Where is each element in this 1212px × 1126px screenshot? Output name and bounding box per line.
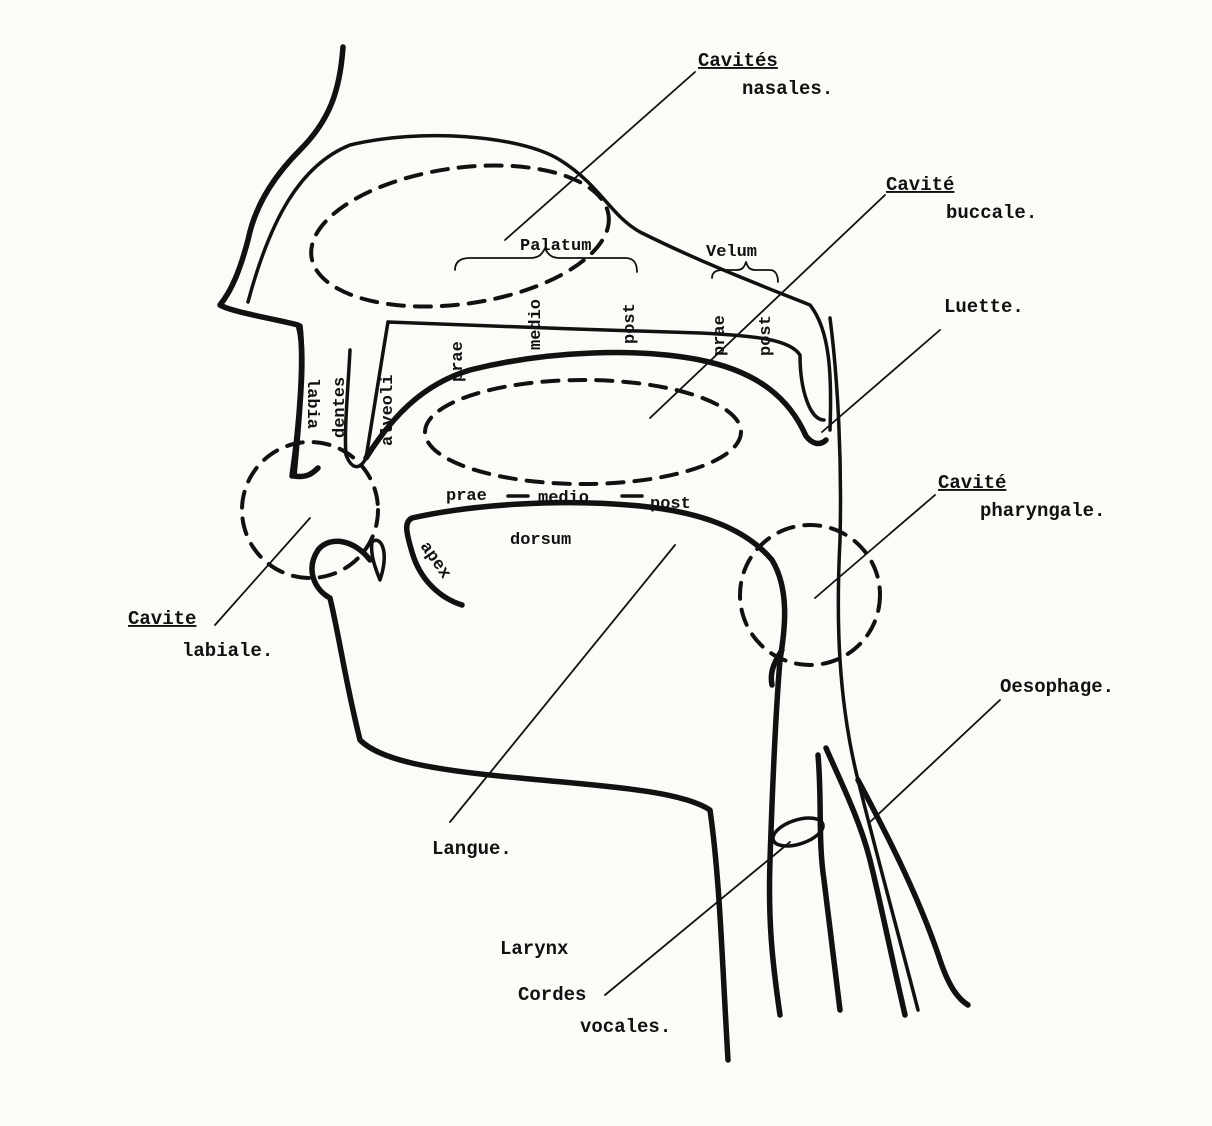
label-palatum-medio: medio bbox=[527, 299, 546, 350]
label-larynx: Larynx bbox=[500, 938, 568, 960]
lower-incisor bbox=[372, 540, 385, 580]
label-cavite-labiale-1: Cavite bbox=[128, 608, 196, 630]
label-alveoli: alveoli bbox=[379, 375, 398, 446]
leader-oesophage bbox=[870, 700, 1000, 822]
label-labia: labia bbox=[302, 378, 321, 429]
label-cordes-vocales-1: Cordes bbox=[518, 984, 586, 1006]
label-cavites-nasales-2: nasales. bbox=[742, 78, 833, 100]
label-dorsum: dorsum bbox=[510, 531, 571, 550]
label-velum-prae: prae bbox=[711, 315, 730, 356]
esophagus-back bbox=[858, 780, 968, 1005]
label-oesophage: Oesophage. bbox=[1000, 676, 1114, 698]
upper-lip bbox=[292, 326, 302, 476]
pharyngeal-cavity-dashed bbox=[740, 525, 880, 665]
label-cavite-pharyngale-1: Cavité bbox=[938, 472, 1006, 494]
label-cavite-labiale-2: labiale. bbox=[182, 640, 273, 662]
label-cavite-buccale-2: buccale. bbox=[946, 202, 1037, 224]
leader-luette bbox=[822, 330, 940, 432]
larynx-back bbox=[818, 755, 840, 1010]
palate-arch bbox=[366, 353, 826, 458]
label-langue: Langue. bbox=[432, 838, 512, 860]
label-velum-post: post bbox=[757, 315, 776, 356]
leader-nasales bbox=[505, 72, 695, 240]
label-cavites-nasales-1: Cavités bbox=[698, 50, 778, 72]
label-palatum-post: post bbox=[621, 303, 640, 344]
leader-cordes bbox=[605, 842, 790, 995]
label-dorsum-medio: medio bbox=[538, 489, 589, 508]
nasal-cavity-dashed bbox=[302, 148, 618, 324]
label-dentes: dentes bbox=[331, 377, 350, 438]
label-palatum-prae: prae bbox=[449, 341, 468, 382]
label-velum: Velum bbox=[706, 243, 757, 262]
tongue-outline bbox=[407, 503, 785, 660]
buccal-cavity-dashed bbox=[425, 380, 741, 484]
label-dorsum-post: post bbox=[650, 495, 691, 514]
leader-pharyngale bbox=[815, 495, 935, 598]
labial-cavity-dashed bbox=[242, 442, 378, 578]
lower-lip-chin bbox=[312, 541, 728, 1060]
label-dorsum-prae: prae bbox=[446, 487, 487, 506]
label-cavite-buccale-1: Cavité bbox=[886, 174, 954, 196]
label-cavite-pharyngale-2: pharyngale. bbox=[980, 500, 1105, 522]
label-palatum: Palatum bbox=[520, 237, 591, 256]
leader-labiale bbox=[215, 518, 310, 625]
label-luette: Luette. bbox=[944, 296, 1024, 318]
pharynx-back-wall bbox=[830, 318, 918, 1010]
face-profile-outline bbox=[220, 47, 343, 477]
label-cordes-vocales-2: vocales. bbox=[580, 1016, 671, 1038]
